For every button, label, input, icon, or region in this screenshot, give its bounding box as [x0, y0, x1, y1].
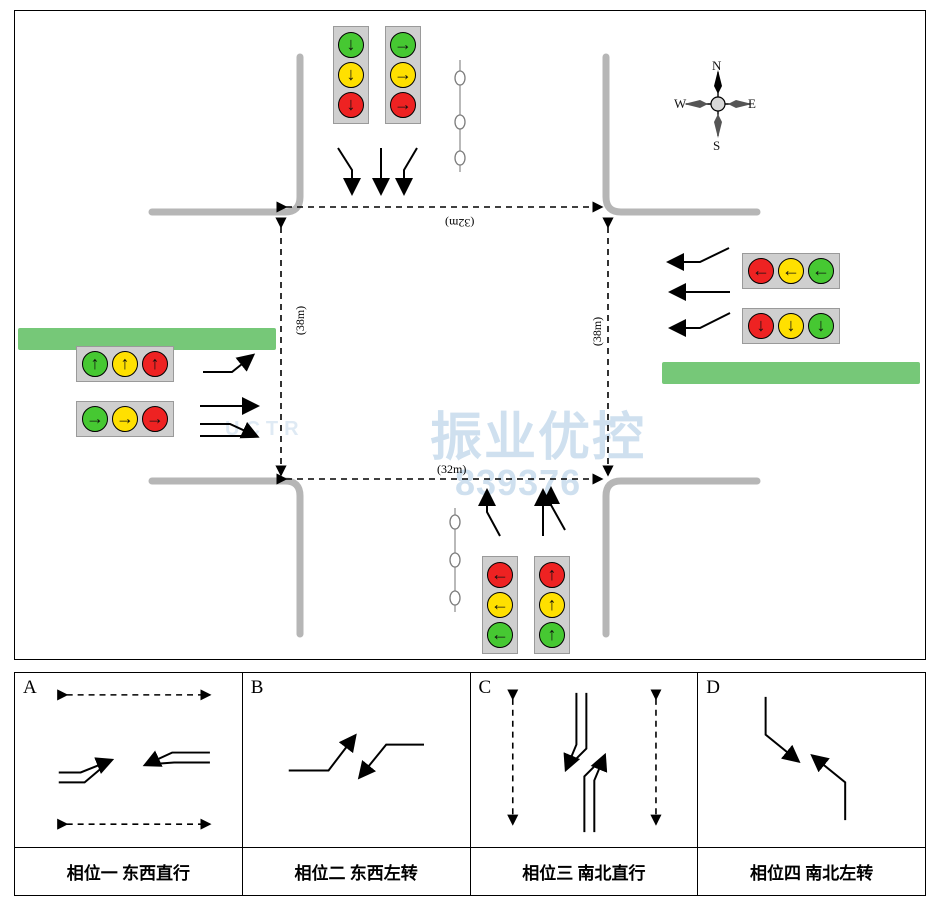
signal-head-east-upper[interactable]: ← ← ← — [742, 253, 840, 289]
phase-b-art — [288, 733, 424, 780]
lamp-green-down-arrow: ↓ — [338, 32, 364, 58]
legend-cell-c: C 相位三 南北直行 — [470, 673, 699, 895]
lamp-yellow-right-arrow-west: → — [112, 406, 138, 432]
lamp-red-right-arrow: → — [390, 92, 416, 118]
signal-head-north-left[interactable]: ↓ ↓ ↓ — [333, 26, 369, 124]
distance-label-south: (32m) — [437, 462, 467, 476]
lamp-green-right-arrow-west: → — [82, 406, 108, 432]
lamp-red-left-arrow-south: ← — [487, 562, 513, 588]
lamp-green-left-arrow-south: ← — [487, 622, 513, 648]
phase-d-art — [764, 696, 847, 821]
watermark-small: UCTR — [225, 418, 305, 440]
lamp-yellow-right-arrow: → — [390, 62, 416, 88]
legend-key-b: B — [250, 677, 264, 698]
legend-cell-b: B 相位二 东西左转 — [242, 673, 471, 895]
legend-caption-b: 相位二 东西左转 — [242, 847, 470, 895]
phase-c-art — [506, 689, 662, 833]
compass-south-label: S — [713, 138, 721, 153]
legend-caption-d: 相位四 南北左转 — [698, 847, 925, 895]
lamp-yellow-left-arrow: ← — [778, 258, 804, 284]
watermark-main: 振业优控 — [430, 409, 647, 467]
lamp-green-down-arrow-east: ↓ — [808, 313, 834, 339]
signal-head-east-lower[interactable]: ↓ ↓ ↓ — [742, 308, 840, 344]
lamp-red-right-arrow-west: → — [142, 406, 168, 432]
signal-head-south-left[interactable]: ← ← ← — [482, 556, 518, 654]
compass-labels: N S E W — [672, 58, 764, 158]
lamp-yellow-left-arrow-south: ← — [487, 592, 513, 618]
legend-caption-c: 相位三 南北直行 — [470, 847, 698, 895]
phase-legend-table: A 相位一 东西直行 B — [14, 672, 926, 896]
compass-west-label: W — [674, 96, 687, 111]
watermark-sub: 839376 — [455, 462, 582, 503]
lamp-yellow-down-arrow-east: ↓ — [778, 313, 804, 339]
distance-label-north: (32m) — [445, 216, 475, 230]
lamp-red-up-arrow: ↑ — [142, 351, 168, 377]
lamp-red-up-arrow-south: ↑ — [539, 562, 565, 588]
lamp-green-up-arrow: ↑ — [82, 351, 108, 377]
legend-caption-a: 相位一 东西直行 — [15, 847, 242, 895]
legend-key-c: C — [478, 677, 492, 698]
lamp-yellow-up-arrow-south: ↑ — [539, 592, 565, 618]
lamp-green-up-arrow-south: ↑ — [539, 622, 565, 648]
signal-head-south-right[interactable]: ↑ ↑ ↑ — [534, 556, 570, 654]
signal-head-north-right[interactable]: → → → — [385, 26, 421, 124]
signal-head-west-lower[interactable]: → → → — [76, 401, 174, 437]
distance-label-west: (38m) — [293, 305, 308, 336]
lamp-yellow-down-arrow: ↓ — [338, 62, 364, 88]
signal-head-west-upper[interactable]: ↑ ↑ ↑ — [76, 346, 174, 382]
legend-key-d: D — [706, 677, 720, 698]
distance-label-east: (38m) — [590, 316, 605, 347]
phase-a-art — [57, 689, 212, 830]
lamp-red-down-arrow-east: ↓ — [748, 313, 774, 339]
legend-cell-a: A 相位一 东西直行 — [15, 673, 243, 895]
lamp-yellow-up-arrow: ↑ — [112, 351, 138, 377]
compass-north-label: N — [712, 58, 722, 73]
legend-key-a: A — [23, 677, 37, 698]
lamp-green-right-arrow: → — [390, 32, 416, 58]
lamp-green-left-arrow: ← — [808, 258, 834, 284]
legend-cell-d: D 相位四 南北左转 — [698, 673, 925, 895]
compass-east-label: E — [748, 96, 756, 111]
lamp-red-left-arrow: ← — [748, 258, 774, 284]
lamp-red-down-arrow: ↓ — [338, 92, 364, 118]
